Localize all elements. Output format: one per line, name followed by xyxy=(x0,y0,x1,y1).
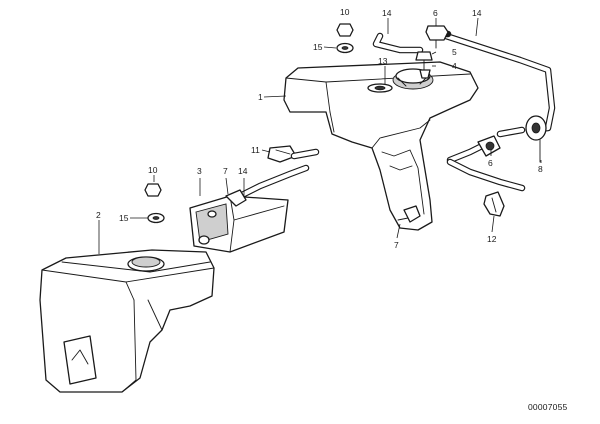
nut-left xyxy=(144,183,162,197)
pump-bracket xyxy=(189,164,310,253)
callout-14-bracket: 14 xyxy=(238,166,248,176)
nut-top xyxy=(336,23,354,37)
callout-10-top: 10 xyxy=(340,7,350,17)
connector-upper xyxy=(425,25,449,49)
upper-reservoir xyxy=(283,61,479,231)
washer-left xyxy=(147,212,165,224)
callout-11: 11 xyxy=(251,145,260,155)
callout-labels: 1 2 3 4 5 6 6 7 7 8 10 10 11 12 13 14 14… xyxy=(96,7,567,412)
callout-7-left: 7 xyxy=(223,166,228,176)
leader-lines xyxy=(98,17,542,254)
washer-top xyxy=(336,42,354,54)
drawing-number: 00007055 xyxy=(528,402,567,412)
callout-13: 13 xyxy=(378,56,388,66)
clip-bottom xyxy=(397,205,421,223)
callout-2: 2 xyxy=(96,210,101,220)
callout-15-top: 15 xyxy=(313,42,323,52)
pump-right xyxy=(496,115,547,163)
clip-11 xyxy=(267,145,297,163)
callout-6-top: 6 xyxy=(433,8,438,18)
callout-8: 8 xyxy=(538,164,543,174)
clip-right xyxy=(483,191,505,217)
callout-14-top-right: 14 xyxy=(472,8,482,18)
callout-15-left: 15 xyxy=(119,213,129,223)
callout-4: 4 xyxy=(452,61,457,71)
callout-3: 3 xyxy=(197,166,202,176)
pump-middle xyxy=(446,135,526,192)
hose-11 xyxy=(290,148,320,160)
lower-reservoir xyxy=(39,249,215,393)
callout-12: 12 xyxy=(487,234,497,244)
pump-nozzle xyxy=(415,51,433,79)
callout-6-middle: 6 xyxy=(488,158,493,168)
callout-5: 5 xyxy=(452,47,457,57)
callout-10-left: 10 xyxy=(148,165,158,175)
callout-1: 1 xyxy=(258,92,263,102)
callout-7-bottom: 7 xyxy=(394,240,399,250)
callout-14-top-left: 14 xyxy=(382,8,392,18)
